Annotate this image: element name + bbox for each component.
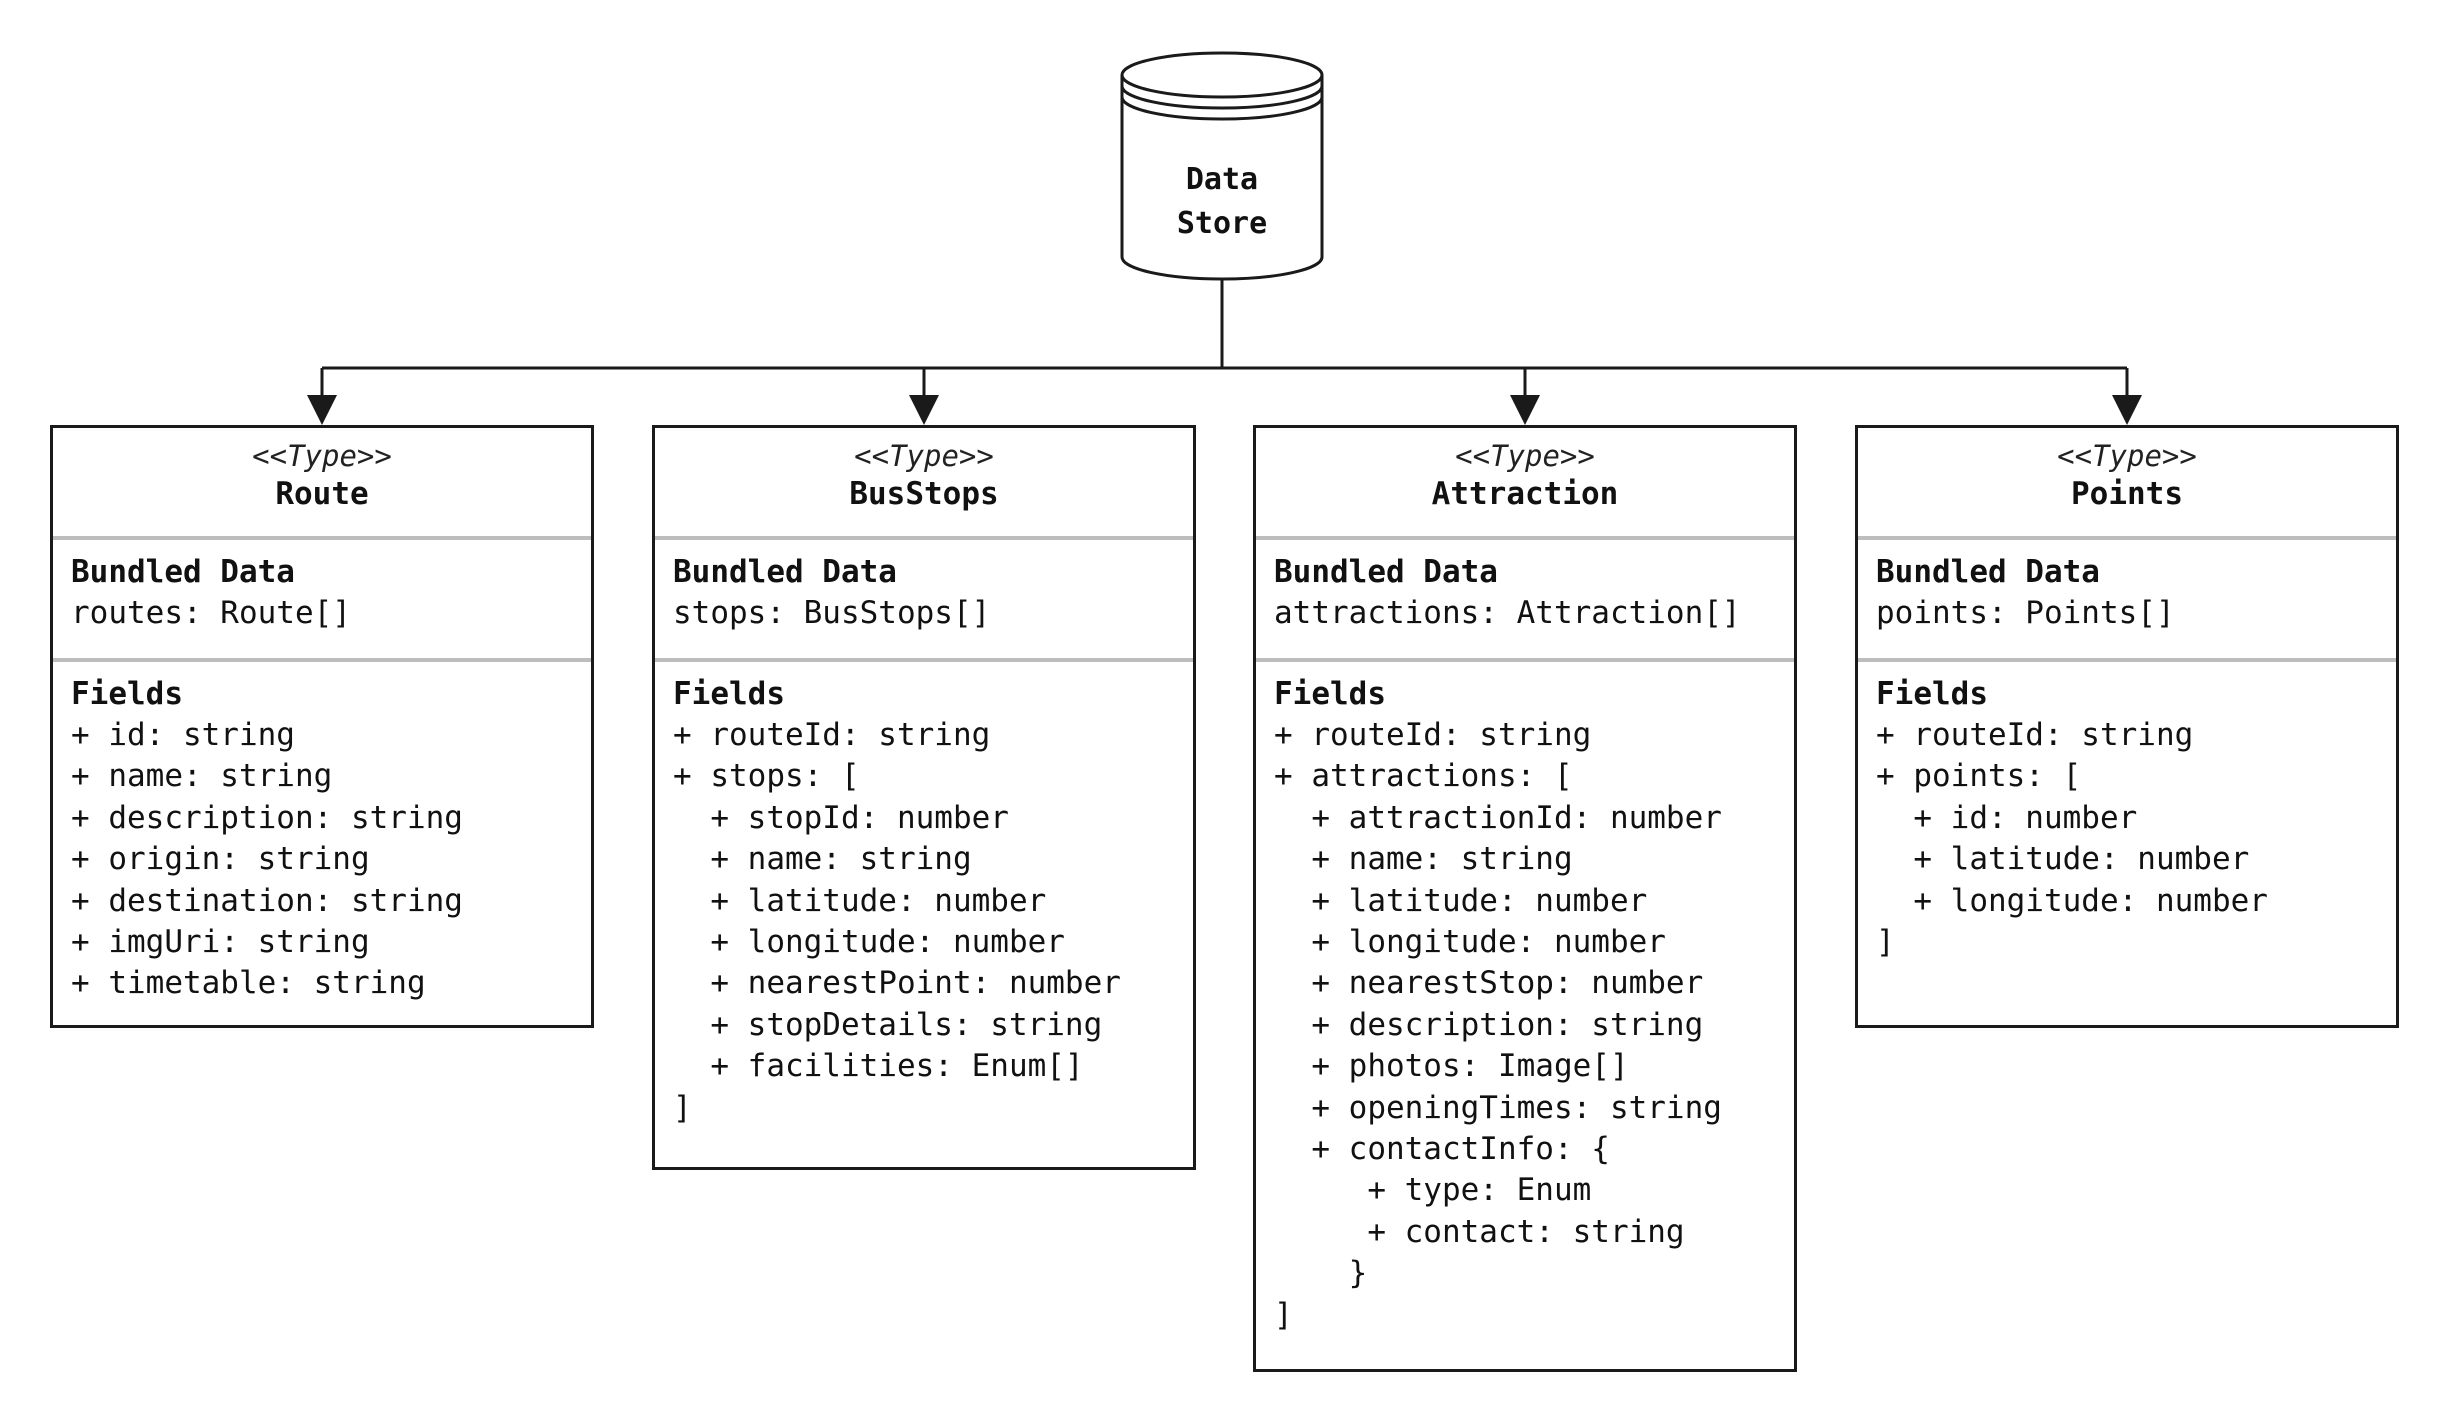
field-line: + id: number bbox=[1876, 799, 2138, 836]
bundled-data-value: attractions: Attraction[] bbox=[1274, 595, 1741, 631]
fields-title: Fields bbox=[1274, 676, 1386, 712]
type-header: <<Type>> BusStops bbox=[655, 428, 1193, 536]
field-line: + name: string bbox=[1274, 841, 1573, 878]
data-store-cylinder bbox=[1120, 51, 1324, 281]
bundled-data-value: stops: BusStops[] bbox=[673, 595, 991, 631]
type-box-route: <<Type>> Route Bundled Data routes: Rout… bbox=[50, 425, 594, 1028]
field-line: } bbox=[1274, 1255, 1368, 1292]
divider bbox=[1858, 536, 2396, 540]
field-line: + origin: string bbox=[71, 841, 370, 878]
divider bbox=[53, 536, 591, 540]
stereotype-label: <<Type>> bbox=[2057, 439, 2197, 473]
fields-section: Fields + routeId: string + attractions: … bbox=[1256, 662, 1794, 1336]
field-line: + type: Enum bbox=[1274, 1172, 1592, 1209]
data-store-label-line1: Data bbox=[1185, 162, 1259, 197]
fields-title: Fields bbox=[71, 676, 183, 712]
bundled-data-section: Bundled Data routes: Route[] bbox=[53, 540, 591, 658]
field-line: + facilities: Enum[] bbox=[673, 1048, 1084, 1085]
type-box-busstops: <<Type>> BusStops Bundled Data stops: Bu… bbox=[652, 425, 1196, 1170]
field-line: + attractionId: number bbox=[1274, 799, 1722, 836]
field-line: + longitude: number bbox=[1274, 924, 1666, 961]
divider bbox=[1858, 658, 2396, 662]
field-line: + longitude: number bbox=[1876, 882, 2268, 919]
field-line: + routeId: string bbox=[1274, 717, 1592, 753]
bundled-data-value: points: Points[] bbox=[1876, 595, 2175, 631]
field-line: + description: string bbox=[71, 799, 463, 836]
field-line: + longitude: number bbox=[673, 924, 1065, 961]
cylinder-ring-1 bbox=[1120, 85, 1324, 110]
field-line: + latitude: number bbox=[1876, 841, 2250, 878]
field-line: + latitude: number bbox=[673, 882, 1047, 919]
cylinder-ring-2 bbox=[1120, 96, 1324, 121]
field-line: + points: [ bbox=[1876, 758, 2082, 795]
field-line: + name: string bbox=[673, 841, 972, 878]
bundled-data-title: Bundled Data bbox=[1876, 554, 2100, 590]
type-header: <<Type>> Points bbox=[1858, 428, 2396, 536]
field-line: ] bbox=[1876, 924, 1895, 961]
stereotype-label: <<Type>> bbox=[1455, 439, 1595, 473]
field-line: + stopDetails: string bbox=[673, 1006, 1103, 1043]
data-store-label: Data Store bbox=[1122, 158, 1322, 246]
field-line: + routeId: string bbox=[673, 717, 991, 753]
bundled-data-title: Bundled Data bbox=[673, 554, 897, 590]
bundled-data-section: Bundled Data points: Points[] bbox=[1858, 540, 2396, 658]
field-line: + photos: Image[] bbox=[1274, 1048, 1629, 1085]
fields-section: Fields + id: string + name: string + des… bbox=[53, 662, 591, 1005]
divider bbox=[655, 658, 1193, 662]
divider bbox=[655, 536, 1193, 540]
bundled-data-section: Bundled Data attractions: Attraction[] bbox=[1256, 540, 1794, 658]
field-line: + openingTimes: string bbox=[1274, 1089, 1722, 1126]
fields-section: Fields + routeId: string + points: [ + i… bbox=[1858, 662, 2396, 963]
type-name: Attraction bbox=[1431, 476, 1619, 512]
field-line: + contact: string bbox=[1274, 1213, 1685, 1250]
field-line: + latitude: number bbox=[1274, 882, 1648, 919]
type-box-points: <<Type>> Points Bundled Data points: Poi… bbox=[1855, 425, 2399, 1028]
field-line: ] bbox=[673, 1089, 692, 1126]
bundled-data-title: Bundled Data bbox=[71, 554, 295, 590]
field-line: ] bbox=[1274, 1296, 1293, 1333]
field-line: + contactInfo: { bbox=[1274, 1131, 1610, 1168]
bundled-data-section: Bundled Data stops: BusStops[] bbox=[655, 540, 1193, 658]
stereotype-label: <<Type>> bbox=[252, 439, 392, 473]
field-line: + nearestStop: number bbox=[1274, 965, 1704, 1002]
type-name: BusStops bbox=[849, 476, 999, 512]
divider bbox=[53, 658, 591, 662]
divider bbox=[1256, 658, 1794, 662]
field-line: + id: string bbox=[71, 717, 295, 753]
data-store-label-line2: Store bbox=[1176, 206, 1268, 241]
type-box-attraction: <<Type>> Attraction Bundled Data attract… bbox=[1253, 425, 1797, 1372]
field-line: + stops: [ bbox=[673, 758, 860, 795]
field-line: + destination: string bbox=[71, 882, 463, 919]
field-line: + timetable: string bbox=[71, 965, 426, 1002]
type-header: <<Type>> Route bbox=[53, 428, 591, 536]
bundled-data-value: routes: Route[] bbox=[71, 595, 351, 631]
field-line: + routeId: string bbox=[1876, 717, 2194, 753]
fields-title: Fields bbox=[673, 676, 785, 712]
field-line: + stopId: number bbox=[673, 799, 1009, 836]
type-name: Route bbox=[275, 476, 369, 512]
fields-title: Fields bbox=[1876, 676, 1988, 712]
field-line: + nearestPoint: number bbox=[673, 965, 1121, 1002]
fields-section: Fields + routeId: string + stops: [ + st… bbox=[655, 662, 1193, 1129]
stereotype-label: <<Type>> bbox=[854, 439, 994, 473]
bundled-data-title: Bundled Data bbox=[1274, 554, 1498, 590]
divider bbox=[1256, 536, 1794, 540]
field-line: + name: string bbox=[71, 758, 333, 795]
type-header: <<Type>> Attraction bbox=[1256, 428, 1794, 536]
field-line: + imgUri: string bbox=[71, 924, 370, 961]
field-line: + description: string bbox=[1274, 1006, 1704, 1043]
type-name: Points bbox=[2071, 476, 2183, 512]
cylinder-top bbox=[1120, 51, 1324, 99]
field-line: + attractions: [ bbox=[1274, 758, 1573, 795]
